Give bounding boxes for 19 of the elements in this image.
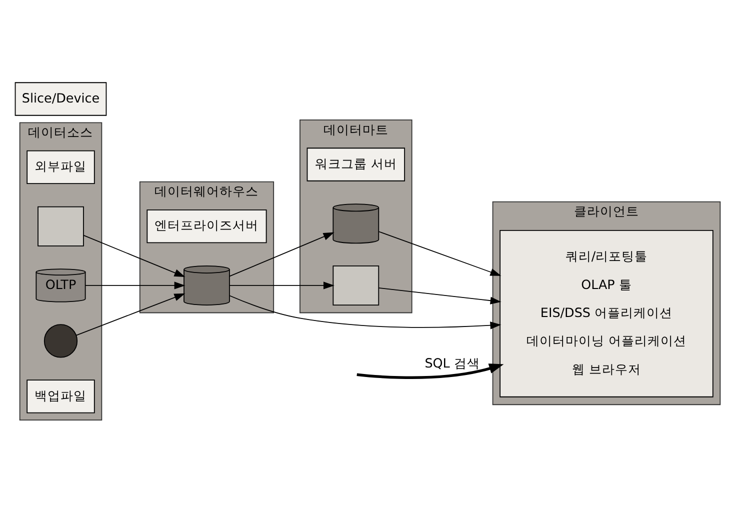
node-box xyxy=(38,206,84,246)
arrow xyxy=(229,282,334,290)
node-box xyxy=(332,265,380,306)
edge-label: SQL 검색 xyxy=(424,356,480,372)
arrow xyxy=(229,232,334,277)
node-box: 엔터프라이즈서버 xyxy=(146,210,267,244)
node-box: 외부파일 xyxy=(26,150,95,184)
arrow xyxy=(83,234,186,278)
node-box: Slice/Device xyxy=(14,82,107,116)
node-circle xyxy=(44,324,78,358)
arrow xyxy=(378,288,502,304)
arrow xyxy=(229,295,502,330)
node-box: 백업파일 xyxy=(26,380,95,414)
arrow xyxy=(76,293,186,336)
node-box: 워크그룹 서버 xyxy=(306,148,406,182)
arrow xyxy=(356,364,504,379)
node-box: 쿼리/리포팅툴 OLAP 툴 EIS/DSS 어플리케이션 데이터마이닝 어플리케이션 웹 브라우저 xyxy=(500,230,714,398)
arrow xyxy=(85,282,186,290)
arrow xyxy=(378,231,502,276)
